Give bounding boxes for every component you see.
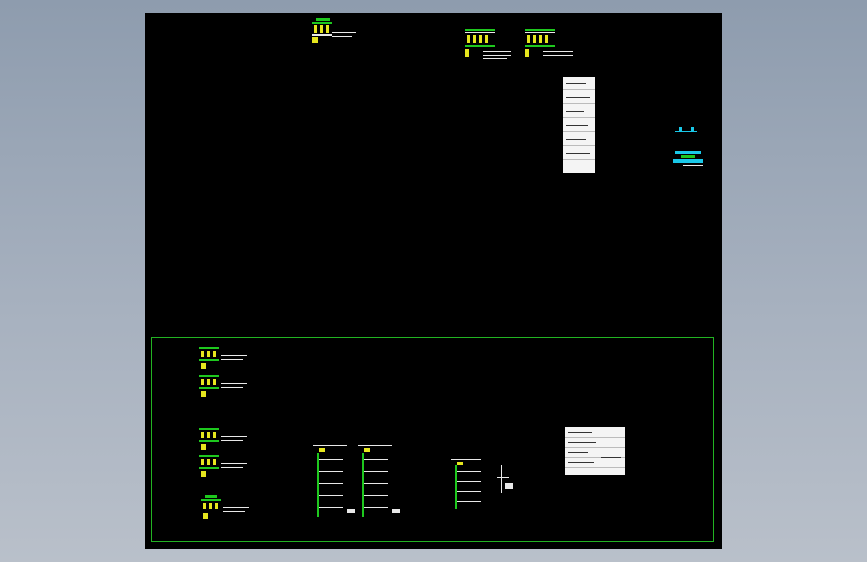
cad-model-space[interactable] <box>145 13 722 549</box>
riser-diagram-2[interactable] <box>358 443 402 519</box>
panel-schematic-a[interactable] <box>463 29 515 61</box>
panel-schematic-3[interactable] <box>199 428 251 452</box>
legend-table-bottom[interactable] <box>565 427 625 475</box>
riser-diagram-3[interactable] <box>451 457 521 511</box>
riser-diagram-1[interactable] <box>313 443 357 519</box>
panel-schematic-b[interactable] <box>523 29 579 61</box>
panel-schematic-2[interactable] <box>199 375 251 399</box>
legend-table-top[interactable] <box>563 77 595 173</box>
symbol-cyan-lower[interactable] <box>673 149 705 171</box>
panel-schematic-5[interactable] <box>201 495 253 521</box>
drawing-frame <box>151 337 714 542</box>
panel-schematic-1[interactable] <box>199 347 251 371</box>
symbol-cyan-upper[interactable] <box>675 125 699 135</box>
panel-schematic-4[interactable] <box>199 455 251 479</box>
panel-schematic-top[interactable] <box>308 18 360 46</box>
